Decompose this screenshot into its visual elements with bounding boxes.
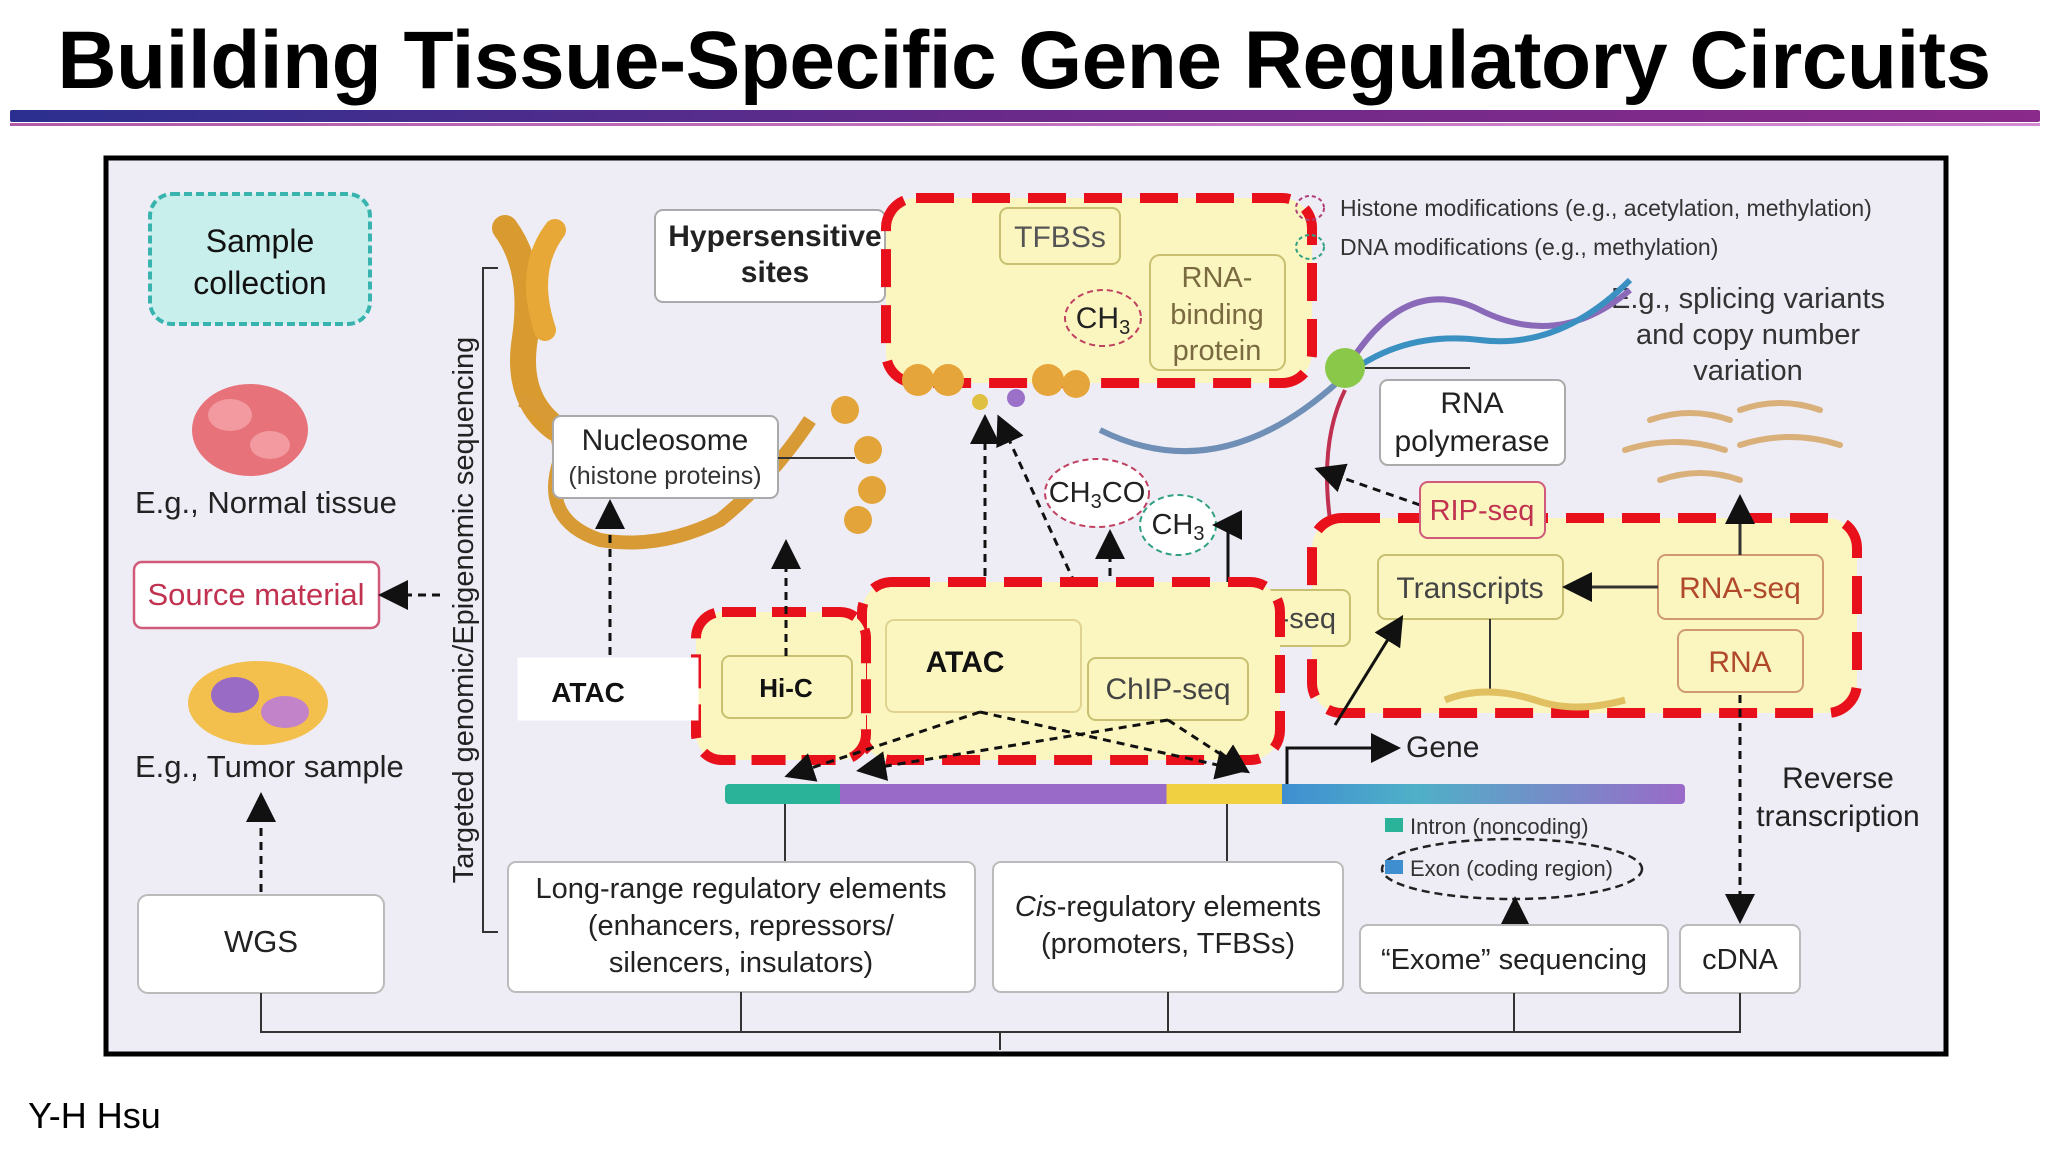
dna-bar [725,784,1685,804]
reverse-transcription-label-2: transcription [1756,800,1919,833]
dashed-arrows-to-dna [784,710,1251,782]
exon-ellipse [1380,837,1644,901]
atac-left-box [517,657,699,721]
slide-title: Building Tissue-Specific Gene Regulatory… [57,15,1991,106]
tumor-sample-caption: E.g., Tumor sample [135,749,404,784]
ch3-top-circle [1064,289,1142,347]
dna-helix [1098,277,1633,551]
source-material-label: Source material [147,577,364,612]
exome-label: “Exome” sequencing [1381,944,1647,976]
legend-histone-label: Histone modifications (e.g., acetylation… [1340,195,1872,221]
tfbss-box [999,207,1121,265]
chip-seq-label: ChIP-seq [1105,673,1230,706]
legend-dna-label: DNA modifications (e.g., methylation) [1340,234,1718,260]
hypersensitive-label: Hypersensitive [668,220,881,253]
tumor-sample-icon [188,661,328,745]
sample-collection-label: Sample [206,223,315,259]
cis-regulatory-box [992,861,1344,993]
rna-label: RNA [1708,646,1771,679]
transcript-wave [1443,688,1626,711]
intron-swatch [1385,818,1403,832]
histone-proteins-label: (histone proteins) [568,462,761,490]
splicing-note-2: and copy number [1636,319,1860,351]
cis-regulatory-label: Cis-regulatory elements [1015,891,1321,923]
legend-histone-icon [1295,195,1325,221]
transcript-strands-icon [1622,400,1843,483]
normal-tissue-caption: E.g., Normal tissue [135,485,397,520]
nucleosome-label: Nucleosome [582,424,749,457]
title-rule [10,110,2040,122]
rna-polymerase-label-2: polymerase [1394,425,1549,458]
rna-seq-label: RNA-seq [1679,572,1801,605]
sample-collection-box [148,192,372,326]
rip-seq-label: RIP-seq [1430,495,1535,527]
author-credit: Y-H Hsu [28,1095,161,1136]
arrow-gene-transcripts [1333,614,1404,726]
wgs-label: WGS [224,924,298,959]
rna-box [1677,629,1804,693]
rna-polymerase-label: RNA [1440,387,1503,420]
targeted-sequencing-label: Targeted genomic/Epigenomic sequencing [448,337,480,884]
arrow-rip [1314,463,1421,507]
nucleosome-beads-top [902,364,1090,410]
rna-binding-label-3: protein [1173,335,1262,367]
hic-label: Hi-C [759,673,813,703]
normal-tissue-icon [192,384,308,476]
ch3co-circle [1044,458,1150,528]
cdna-label: cDNA [1702,944,1778,976]
exon-label: Exon (coding region) [1410,856,1613,881]
sample-collection-label-2: collection [193,265,326,301]
atac-mid-label: ATAC [926,646,1005,679]
rna-polymerase-box [1379,379,1566,466]
legend-dna-icon [1295,234,1325,260]
hypersensitive-label-2: sites [741,256,809,289]
long-range-label: Long-range regulatory elements [535,873,946,905]
bottom-connectors [260,992,1741,1050]
rna-binding-box [1149,254,1286,371]
splicing-note-3: variation [1693,355,1803,387]
vertical-bracket [482,267,498,933]
splicing-note: E.g., splicing variants [1611,283,1885,315]
gene-arrow [1285,733,1401,786]
rna-binding-label: RNA- [1182,262,1253,294]
intron-label: Intron (noncoding) [1410,814,1589,839]
long-range-label-2: (enhancers, repressors/ [588,910,895,942]
reverse-transcription-label: Reverse [1782,762,1894,795]
rna-binding-label-2: binding [1170,299,1264,331]
atac-left-label: ATAC [551,677,625,708]
title-rule-accent [10,123,2040,126]
ch3co-label: CH3CO [1049,477,1146,513]
transcripts-label: Transcripts [1396,572,1543,605]
rip-seq-box [1419,481,1546,539]
long-range-label-3: silencers, insulators) [609,947,873,979]
exon-swatch [1385,860,1403,874]
gene-label: Gene [1406,731,1479,764]
cis-regulatory-label-2: (promoters, TFBSs) [1041,928,1295,960]
tfbss-label: TFBSs [1014,221,1106,254]
